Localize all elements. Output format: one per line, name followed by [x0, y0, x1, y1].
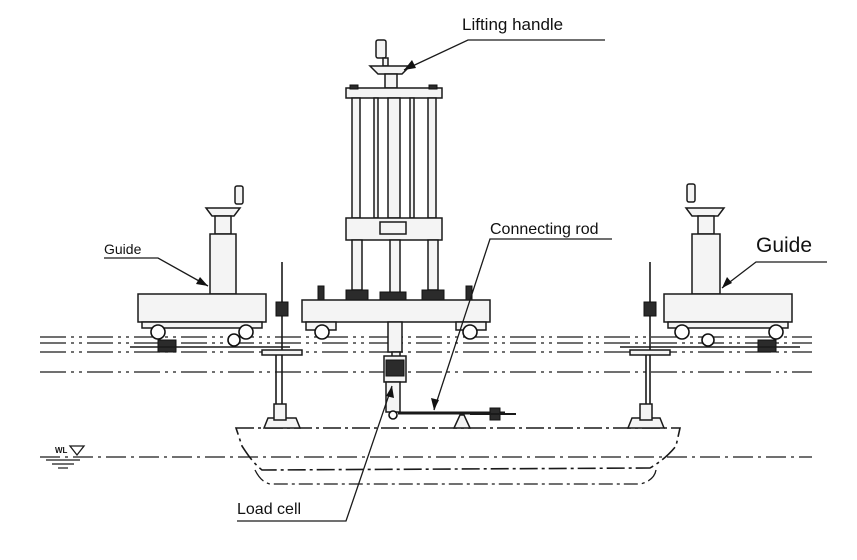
water-level-mark: WL [55, 446, 68, 455]
label-load-cell: Load cell [237, 501, 301, 518]
leader-lines [104, 39, 827, 522]
label-guide-left: Guide [104, 241, 142, 257]
central-loading-frame [301, 39, 491, 359]
label-connecting-rod: Connecting rod [490, 221, 599, 238]
load-cell-assembly [383, 355, 407, 420]
water-level-triangle-icon [68, 445, 86, 457]
rail-lines [40, 336, 812, 373]
arrowhead-icon [404, 60, 416, 70]
connecting-rod-assembly [398, 407, 516, 429]
water-level: WL [40, 445, 812, 469]
arrowhead-icon [431, 398, 439, 410]
label-lifting-handle: Lifting handle [462, 15, 563, 34]
right-guide-unit [620, 183, 800, 429]
model-hull [234, 427, 681, 485]
arrowhead-icon [196, 277, 208, 286]
arrowhead-icon [386, 386, 394, 398]
arrowhead-icon [722, 277, 732, 288]
left-guide-unit [130, 185, 303, 429]
label-guide-right: Guide [756, 234, 812, 257]
